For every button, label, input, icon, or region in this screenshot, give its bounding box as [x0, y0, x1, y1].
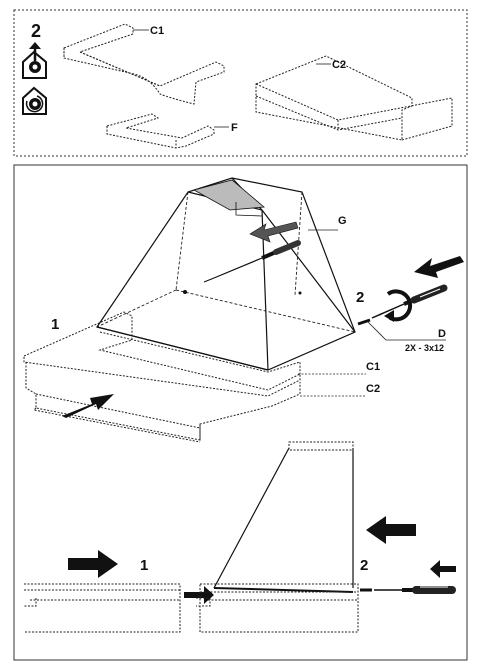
small-arrow-bottom: [184, 586, 214, 604]
label-g: G: [338, 215, 347, 227]
callout-one-bottom: 1: [140, 557, 148, 574]
label-d: D: [438, 328, 446, 340]
top-panel-frame: [13, 9, 468, 157]
label-screws: 2X - 3x12: [405, 343, 444, 353]
part-f: [106, 113, 215, 149]
part-c2-top: [255, 55, 453, 141]
callout-two-mid: 2: [356, 289, 364, 306]
main-panel-frame: [13, 164, 468, 661]
house-upload-icon: [22, 42, 47, 79]
part-c2-mid: [25, 362, 301, 443]
house-recirculation-icon: [22, 86, 47, 115]
label-c1-mid: C1: [366, 361, 380, 373]
side-view-push-arrow-left: [68, 550, 118, 578]
small-arrow-right: [430, 560, 456, 578]
step-number: 2: [31, 21, 41, 41]
callout-one-mid: 1: [51, 316, 59, 333]
side-view-hood-top: [288, 441, 354, 451]
side-view-rail-left: [24, 583, 181, 633]
insertion-arrow-top: [249, 221, 299, 243]
label-c1-top: C1: [150, 25, 164, 37]
callout-two-bottom: 2: [360, 557, 368, 574]
side-view-hood: [213, 447, 354, 589]
label-c2-mid: C2: [366, 383, 380, 395]
push-arrow-right: [414, 256, 464, 278]
screw-hole-right: [298, 291, 302, 295]
screw-hole-left: [183, 290, 187, 294]
part-c1-top: [63, 23, 225, 105]
screw-d: [357, 318, 371, 326]
part-c1-mid: [23, 311, 301, 397]
label-c2-top: C2: [332, 59, 346, 71]
push-arrow-left: [62, 394, 114, 418]
hood-g: [96, 177, 356, 371]
screwdriver-inside: [203, 240, 301, 283]
side-view-rail-right: [196, 583, 359, 633]
rotation-icon: [384, 289, 413, 322]
side-view-push-arrow: [366, 516, 416, 544]
leader-d: [367, 321, 446, 341]
screwdriver-right: [371, 284, 448, 319]
screwdriver-bottom: [374, 586, 456, 594]
label-f: F: [231, 122, 238, 134]
side-view-hood-base: [213, 587, 354, 593]
